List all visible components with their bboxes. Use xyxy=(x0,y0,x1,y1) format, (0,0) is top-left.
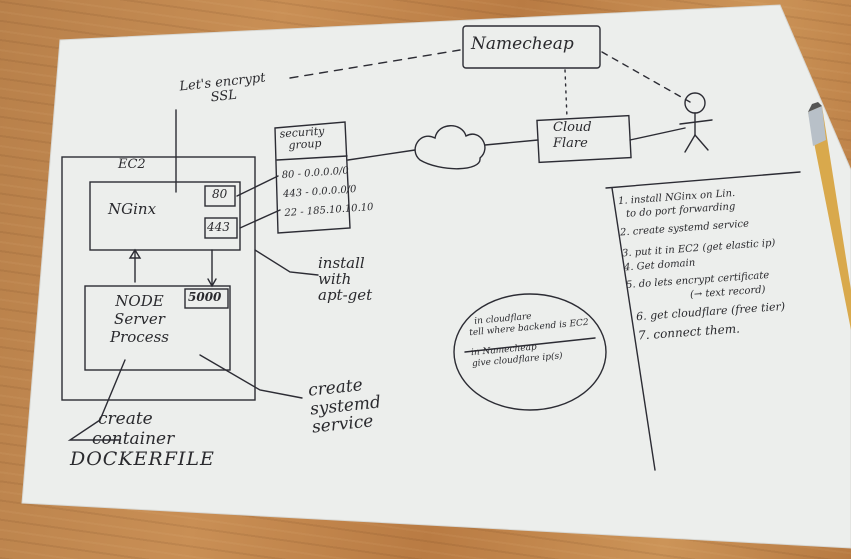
node-box xyxy=(84,285,231,371)
cloudflare-box xyxy=(536,114,632,164)
paper-sheet xyxy=(21,4,851,549)
port-80-label: 80 xyxy=(212,187,228,201)
cloud-line: Cloud xyxy=(553,120,592,135)
pen-icon xyxy=(808,102,851,330)
port-443-label: 443 xyxy=(207,220,230,234)
security-group-rules: 80 - 0.0.0.0/0 443 - 0.0.0.0/0 22 - 185.… xyxy=(281,160,374,223)
internet-cloud-icon xyxy=(414,125,486,170)
note-line: DOCKERFILE xyxy=(70,448,215,471)
docker-note: create container DOCKERFILE xyxy=(70,409,215,471)
server-line: Server xyxy=(114,310,165,328)
note-line: create xyxy=(98,409,153,429)
note-line: with xyxy=(318,269,352,288)
security-group-title: security group xyxy=(279,124,325,151)
note-line: install xyxy=(318,254,365,272)
namecheap-box xyxy=(462,25,601,69)
node-label: NODE Server Process xyxy=(110,292,169,346)
circle-note-outline xyxy=(453,293,607,411)
nginx-box xyxy=(89,181,241,251)
port-5000-box xyxy=(184,288,229,309)
process-line: Process xyxy=(110,328,169,346)
ec2-label: EC2 xyxy=(118,157,146,172)
nginx-label: NGinx xyxy=(108,200,157,218)
namecheap-label: Namecheap xyxy=(471,34,574,54)
note-line: container xyxy=(92,428,175,449)
systemd-note: create systemd service xyxy=(307,374,383,438)
circle-note: in cloudflare tell where backend is EC2 … xyxy=(468,307,592,370)
note-line: apt-get xyxy=(318,285,373,304)
node-line: NODE xyxy=(115,292,164,310)
user-stick-figure-icon xyxy=(679,92,713,153)
ec2-box xyxy=(61,156,256,401)
port-80-box xyxy=(204,185,236,207)
flare-line: Flare xyxy=(553,135,588,151)
cloudflare-label: Cloud Flare xyxy=(553,120,592,151)
port-5000-label: 5000 xyxy=(188,290,222,304)
install-note: install with apt-get xyxy=(318,254,373,304)
port-443-box xyxy=(204,217,238,239)
security-group-box xyxy=(274,121,351,234)
